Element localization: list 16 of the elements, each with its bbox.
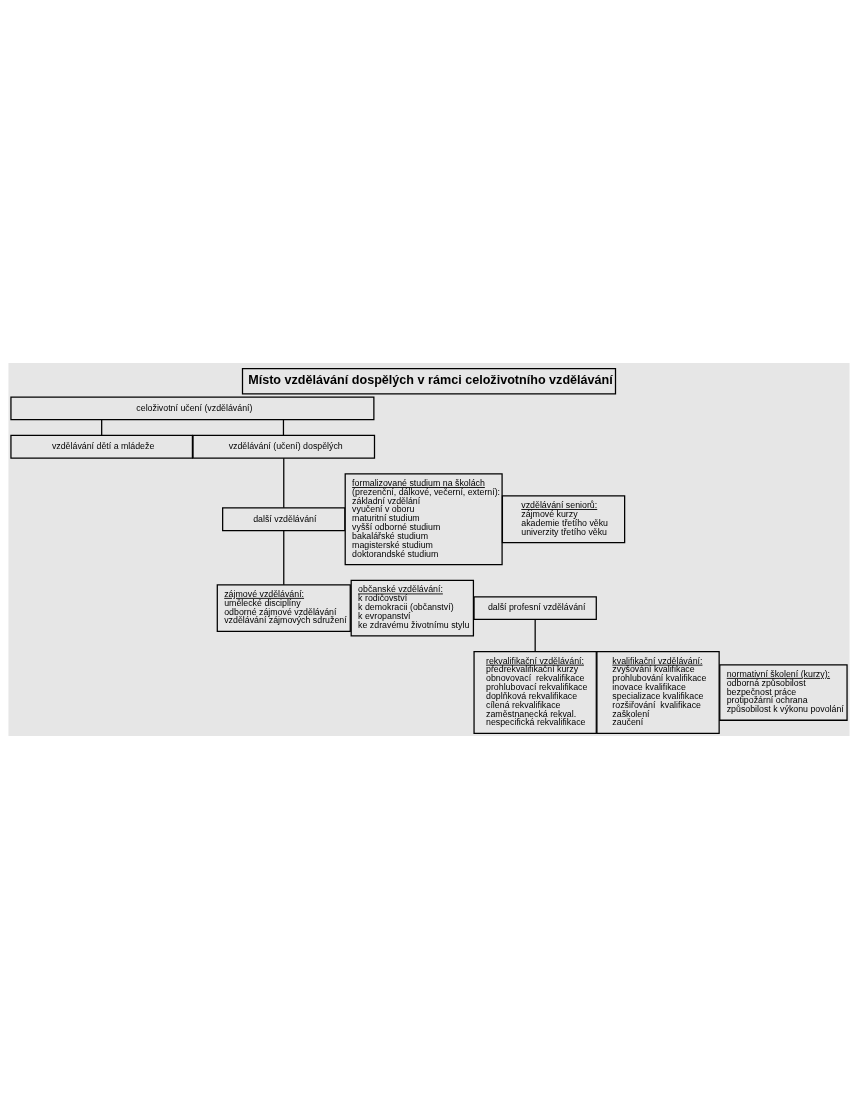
node-box: zájmové vzdělávání: umělecké disciplíny odborné zájmové vzdělávání vzdělávání zájmových sdružení bbox=[216, 584, 351, 633]
node-box: vzdělávání seniorů: zájmové kurzy akademie třetího věku univerzity třetího věku bbox=[501, 495, 626, 544]
node-box: občanské vzdělávání: k rodičovství k demokracii (občanství) k evropanství ke zdravému životnímu stylu bbox=[350, 579, 475, 637]
node-box: vzdělávání (učení) dospělých bbox=[192, 434, 376, 459]
diagram-title: Místo vzdělávání dospělých v rámci celoživotního vzdělávání bbox=[248, 372, 613, 387]
node-box: kvalifikační vzdělávání: zvyšování kvalifikace prohlubování kvalifikace inovace kvalifikace specializace kvalifikace rozšiřování kvalifikace zaškolení zaučení bbox=[596, 650, 720, 735]
node-box: další profesní vzdělávání bbox=[473, 596, 597, 621]
connector bbox=[283, 457, 285, 509]
node-box: celoživotní učení (vzdělávání) bbox=[10, 396, 375, 421]
node-box: rekvalifikační vzdělávání: předrekvalifikační kurzy obnovovací rekvalifikace prohlubovací rekvalifikace doplňková rekvalifikace cílená rekvalifikace zaměstnanecká rekval. nespecifická rekvalifikace bbox=[473, 650, 597, 735]
node-box: normativní školení (kurzy): odborná způsobilost bezpečnost práce protipožární ochrana způsobilost k výkonu povolání bbox=[719, 664, 848, 721]
connector bbox=[534, 618, 536, 652]
node-box: další vzdělávání bbox=[222, 507, 346, 532]
node-box: vzdělávání dětí a mládeže bbox=[10, 434, 194, 459]
connector bbox=[283, 530, 285, 586]
node-box: formalizované studium na školách (prezenční, dálkové, večerní, externí): základní vzdělání vyučení v oboru maturitní studium vyšší odborné studium bakalářské studium magisterské studium doktorandské studium bbox=[344, 473, 503, 566]
